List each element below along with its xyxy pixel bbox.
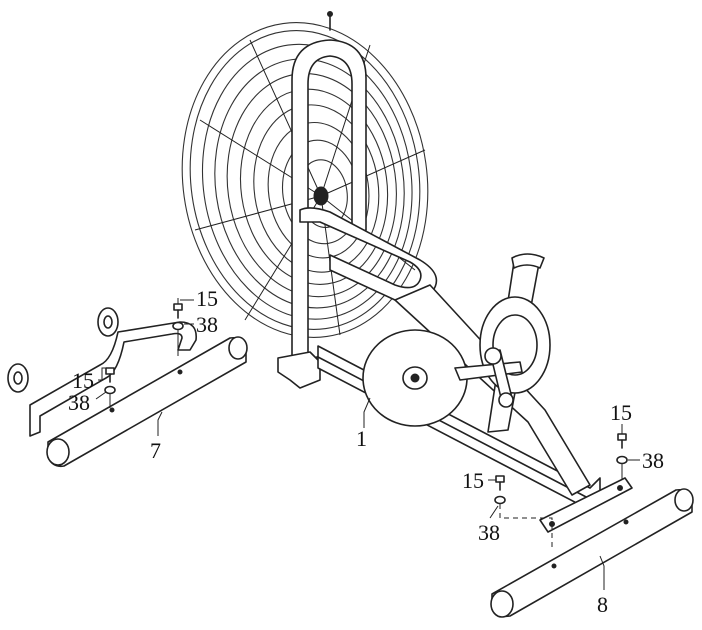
washer-38-rear-right <box>616 455 628 465</box>
bolt-15-rear-right <box>617 433 627 449</box>
callout-frame: 1 <box>356 426 367 451</box>
callout-bolt-a: 15 <box>196 286 218 311</box>
washer-38-front-upper <box>172 321 184 331</box>
callout-bolt-b: 15 <box>72 368 94 393</box>
washer-38-front-lower <box>104 385 116 395</box>
callout-bolt-d: 15 <box>462 468 484 493</box>
callout-washer-a: 38 <box>196 312 218 337</box>
callout-bolt-c: 15 <box>610 400 632 425</box>
front-stabilizer <box>7 307 248 468</box>
callout-washer-b: 38 <box>68 390 90 415</box>
main-frame <box>277 11 601 511</box>
washer-38-rear-left <box>494 495 506 505</box>
bolt-15-front-lower <box>105 367 115 383</box>
callout-washer-c: 38 <box>642 448 664 473</box>
callout-labels: 1 7 8 15 38 15 38 15 38 15 38 <box>68 286 664 617</box>
callout-front-stabilizer: 7 <box>150 438 161 463</box>
callout-washer-d: 38 <box>478 520 500 545</box>
bolt-15-rear-left <box>495 475 505 491</box>
rear-stabilizer <box>490 477 694 618</box>
bolt-15-front-upper <box>173 303 183 319</box>
leader-lines <box>95 298 640 590</box>
callout-rear-stabilizer: 8 <box>597 592 608 617</box>
